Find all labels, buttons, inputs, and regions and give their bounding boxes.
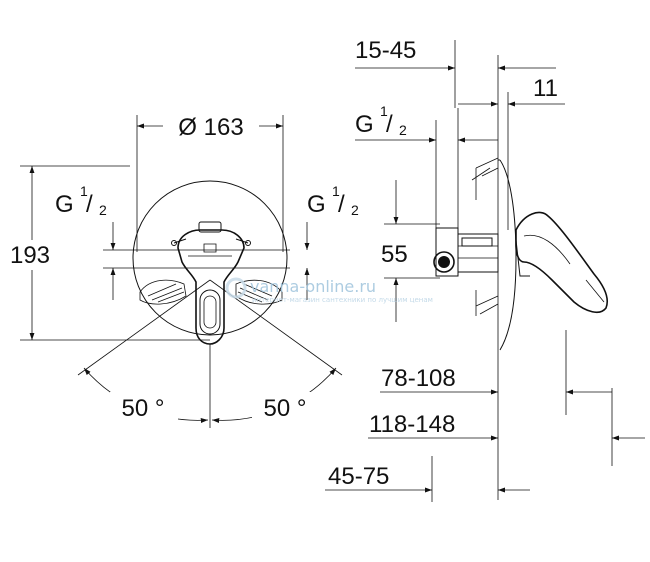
- watermark-text: vanna-online.ru: [250, 277, 376, 296]
- g-right-label: G: [307, 191, 326, 218]
- dim-45-75: 45-75: [328, 463, 389, 490]
- angle-right-label: 50 °: [264, 395, 307, 422]
- diameter-label: Ø 163: [178, 114, 243, 141]
- angle-line-left: [77, 279, 211, 376]
- dim-118-148: 118-148: [369, 411, 455, 438]
- watermark: vanna-online.ru интернет-магазин сантехн…: [225, 277, 433, 304]
- svg-text:2: 2: [399, 122, 407, 138]
- svg-text:/: /: [386, 111, 393, 138]
- dim-55: 55: [381, 241, 408, 268]
- svg-text:2: 2: [351, 202, 359, 218]
- dim-15-45: 15-45: [355, 37, 416, 64]
- svg-text:1: 1: [380, 103, 388, 119]
- watermark-subtext: интернет-магазин сантехники по лучшим це…: [252, 296, 433, 304]
- svg-text:/: /: [338, 191, 345, 218]
- svg-text:1: 1: [80, 183, 88, 199]
- svg-text:2: 2: [99, 202, 107, 218]
- cover-plate: [132, 180, 288, 336]
- front-view: Ø 163 193 G 1 / 2 G 1 / 2: [0, 112, 359, 428]
- side-view: 15-45 11 G 1 / 2 55: [325, 37, 645, 502]
- svg-text:1: 1: [332, 183, 340, 199]
- angle-left-label: 50 °: [122, 395, 165, 422]
- svg-text:/: /: [86, 191, 93, 218]
- mixer-front: [139, 221, 283, 345]
- g-side-label: G: [355, 111, 374, 138]
- g-left-label: G: [55, 191, 74, 218]
- height-label: 193: [10, 242, 50, 269]
- mixer-side: [433, 157, 609, 351]
- dim-78-108: 78-108: [381, 365, 456, 392]
- dim-11: 11: [533, 75, 558, 102]
